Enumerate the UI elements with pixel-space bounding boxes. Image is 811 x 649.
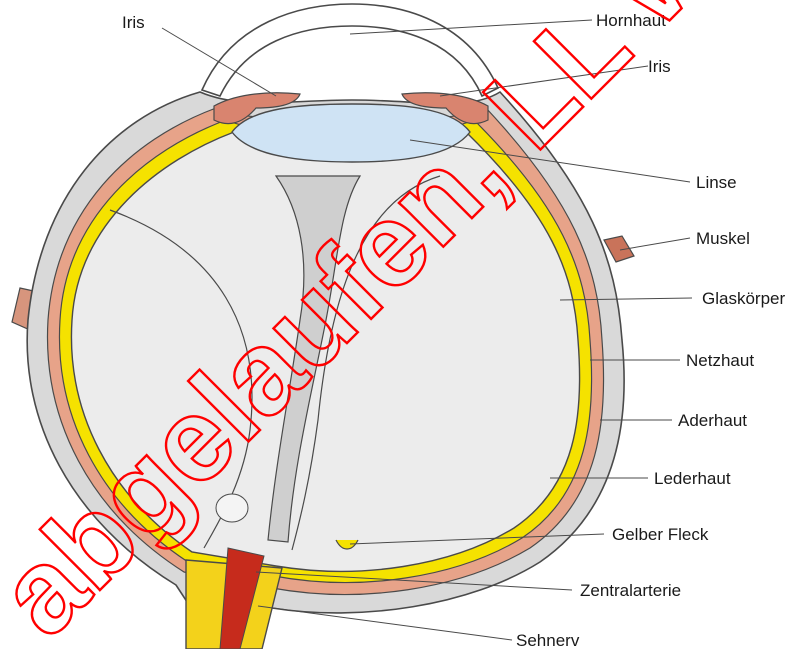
label-iris-left: Iris xyxy=(122,13,145,32)
label-gelber-fleck: Gelber Fleck xyxy=(612,525,709,544)
leader-muskel xyxy=(620,238,690,250)
label-zentralarterie: Zentralarterie xyxy=(580,581,681,600)
label-muskel: Muskel xyxy=(696,229,750,248)
label-linse: Linse xyxy=(696,173,737,192)
cornea xyxy=(202,4,498,96)
muscle-right xyxy=(604,236,634,262)
label-sehnerv: Sehnerv xyxy=(516,631,580,649)
label-lederhaut: Lederhaut xyxy=(654,469,731,488)
label-aderhaut: Aderhaut xyxy=(678,411,747,430)
label-glaskoerper: Glaskörper xyxy=(702,289,785,308)
label-netzhaut: Netzhaut xyxy=(686,351,754,370)
